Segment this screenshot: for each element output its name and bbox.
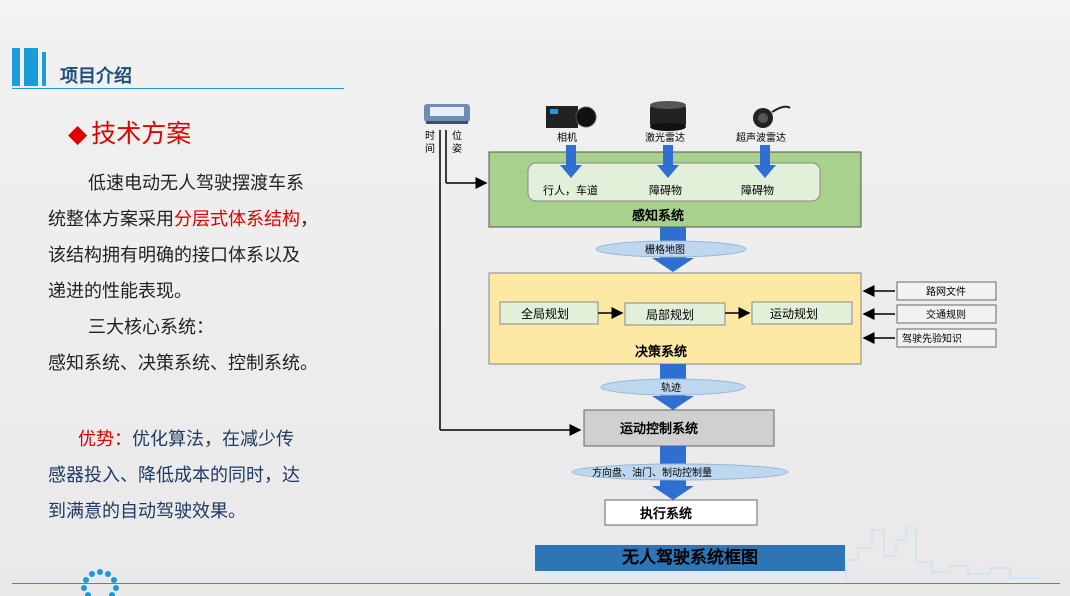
top-strip (0, 0, 1070, 14)
planner-box (624, 302, 726, 326)
flow-arrow (566, 145, 576, 165)
header-accent-bar (24, 48, 38, 86)
grid-map-label: 栅格地图 (645, 243, 685, 256)
text-line: 优势：优化算法，在减少传 (48, 422, 348, 458)
trajectory-ellipse (600, 378, 746, 396)
header-accent-bar (12, 48, 20, 86)
diamond-bullet-icon: ◆ (68, 119, 88, 148)
grid-map-ellipse (595, 240, 747, 258)
input-box (896, 304, 997, 324)
execution-box (604, 499, 758, 526)
perception-output-label: 障碍物 (649, 183, 682, 197)
text-line: 到满意的自动驾驶效果。 (48, 501, 246, 522)
text-line: 三大核心系统： (88, 317, 214, 338)
flow-arrow-head (754, 165, 776, 178)
text-run: 优化算法，在减少传 (132, 429, 294, 450)
text-line: 低速电动无人驾驶摆渡车系 (88, 173, 304, 194)
input-box (896, 328, 997, 348)
header-title: 项目介绍 (60, 66, 132, 87)
gps-time-label: 时间 (425, 130, 435, 155)
flow-arrow (663, 145, 673, 165)
input-label: 交通规则 (926, 308, 966, 321)
sensor-arrows (560, 145, 776, 178)
highlight-text: 分层式体系结构 (174, 209, 300, 230)
planner-label: 局部规划 (646, 307, 694, 322)
text-run: ： (114, 429, 132, 450)
caption-bar (535, 545, 845, 571)
city-skyline-decoration (845, 527, 1040, 580)
gps-device-icon (424, 104, 470, 124)
text-run: 统整体方案采用 (48, 209, 174, 230)
header-underline (12, 88, 344, 89)
flow-arrow-head (657, 165, 679, 178)
planner-label: 运动规划 (770, 306, 818, 321)
ultrasonic-radar-icon (753, 105, 791, 128)
paragraph-architecture: 低速电动无人驾驶摆渡车系 统整体方案采用分层式体系结构， 该结构拥有明确的接口体… (48, 166, 348, 382)
trajectory-label: 轨迹 (661, 381, 681, 394)
text-run: ， (300, 209, 318, 230)
execution-title: 执行系统 (640, 506, 692, 522)
text-line: 感器投入、降低成本的同时，达 (48, 465, 300, 486)
text-line: 感知系统、决策系统、控制系统。 (48, 353, 318, 374)
sensor-label: 激光雷达 (645, 131, 685, 144)
sensor-label: 超声波雷达 (736, 131, 786, 144)
camera-icon (546, 106, 597, 128)
planner-label: 全局规划 (521, 306, 569, 321)
paragraph-advantage: 优势：优化算法，在减少传 感器投入、降低成本的同时，达 到满意的自动驾驶效果。 (48, 422, 348, 530)
sensor-label: 相机 (557, 131, 577, 144)
text-line: 递进的性能表现。 (48, 281, 192, 302)
diagram-caption: 无人驾驶系统框图 (622, 548, 758, 568)
flow-arrow-head (560, 165, 582, 178)
header-accent-bar (42, 52, 46, 86)
footer-line (12, 583, 1060, 584)
motion-control-title: 运动控制系统 (620, 421, 698, 437)
input-label: 驾驶先验知识 (902, 332, 962, 345)
perception-output-label: 行人，车道 (543, 183, 598, 197)
gps-pose-label: 位姿 (452, 129, 462, 155)
lidar-icon (650, 101, 686, 131)
input-box (896, 281, 997, 301)
section-title: ◆技术方案 (68, 114, 191, 150)
text-line: 该结构拥有明确的接口体系以及 (48, 245, 300, 266)
decision-system-title: 决策系统 (635, 344, 687, 360)
advantage-label: 优势 (78, 429, 114, 450)
control-output-label: 方向盘、油门、制动控制量 (592, 466, 712, 479)
ring-dots-icon (81, 569, 119, 596)
text-line: 统整体方案采用分层式体系结构， (48, 202, 348, 238)
perception-output-panel (527, 162, 821, 202)
section-title-text: 技术方案 (91, 119, 192, 148)
control-output-ellipse (571, 463, 789, 481)
planner-box (751, 301, 853, 325)
perception-system-title: 感知系统 (632, 208, 684, 224)
perception-output-label: 障碍物 (741, 183, 774, 197)
flow-arrow (760, 145, 770, 165)
input-label: 路网文件 (926, 285, 966, 298)
